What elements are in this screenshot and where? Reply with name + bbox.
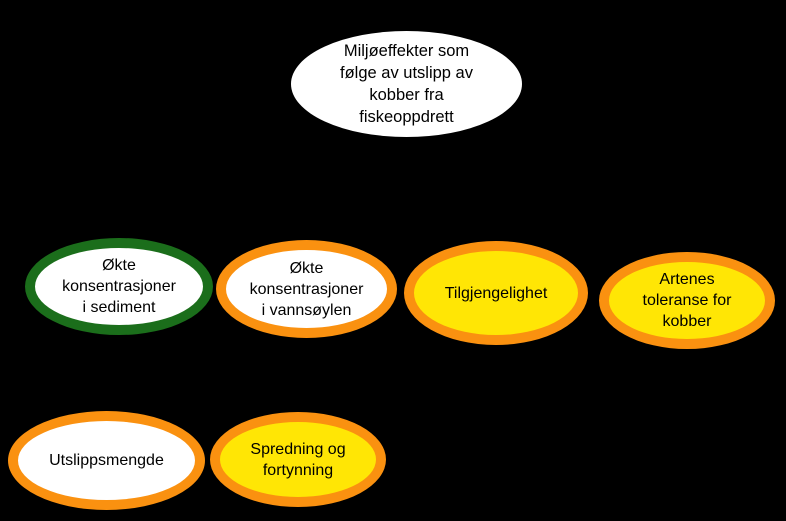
diagram-node-okte-konsentrasjoner-sediment: Økte konsentrasjoner i sediment xyxy=(25,238,213,335)
diagram-node-okte-konsentrasjoner-vannsoylen: Økte konsentrasjoner i vannsøylen xyxy=(216,240,397,338)
diagram-node-tilgjengelighet: Tilgjengelighet xyxy=(404,241,588,345)
diagram-node-utslippsmengde-label: Utslippsmengde xyxy=(49,452,164,469)
diagram-node-artenes-label: Artenes toleranse for kobber xyxy=(642,271,732,330)
diagram-node-spredning-label: Spredning og fortynning xyxy=(250,440,346,479)
diagram-node-miljoeffekter-label: Miljøeffekter som følge av utslipp av ko… xyxy=(340,42,473,126)
diagram-node-sediment-label: Økte konsentrasjoner i sediment xyxy=(62,257,176,316)
diagram-node-spredning-fortynning: Spredning og fortynning xyxy=(210,412,386,507)
diagram-node-utslippsmengde: Utslippsmengde xyxy=(8,411,205,510)
diagram-node-tilgjengelighet-label: Tilgjengelighet xyxy=(444,284,548,302)
diagram-node-vannsoylen-label: Økte konsentrasjoner i vannsøylen xyxy=(249,259,364,319)
diagram-node-miljoeffekter-root: Miljøeffekter som følge av utslipp av ko… xyxy=(289,29,524,139)
diagram-node-artenes-toleranse: Artenes toleranse for kobber xyxy=(599,252,775,349)
